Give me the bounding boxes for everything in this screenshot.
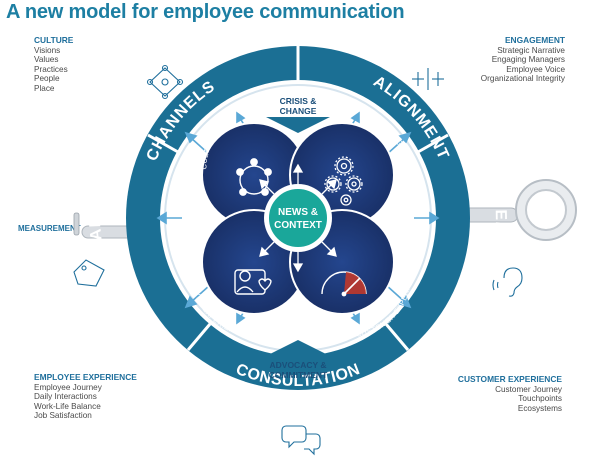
- employee-experience-item: Job Satisfaction: [34, 411, 92, 421]
- crisis-line1: CRISIS &: [280, 96, 317, 106]
- people-circle-icon: [236, 158, 272, 196]
- advocacy-line2: COMMITMENT: [269, 370, 328, 380]
- ear-icon: [492, 267, 523, 297]
- crisis-change-banner: CRISIS & CHANGE: [266, 96, 330, 133]
- gears-icon: [324, 156, 363, 206]
- customer-experience-item: Customer Journey: [495, 384, 562, 394]
- advocacy-commitment-banner: ADVOCACY & COMMITMENT: [266, 340, 330, 380]
- customer-experience-heading: CUSTOMER EXPERIENCE: [457, 374, 562, 384]
- center-line1: NEWS &: [278, 207, 318, 218]
- svg-text:BRANDING: BRANDING: [87, 168, 111, 268]
- culture-item: Visions: [34, 45, 61, 55]
- page-title: A new model for employee communication: [6, 1, 405, 23]
- culture-heading: CULTURE: [34, 35, 74, 45]
- listening-device: [451, 179, 577, 241]
- center-arrows: [259, 163, 337, 273]
- engagement-item: Organizational Integrity: [480, 74, 565, 84]
- customer-experience-item: Ecosystems: [517, 403, 562, 413]
- network-icon: [146, 64, 184, 100]
- employee-experience-item: Daily Interactions: [34, 392, 97, 402]
- center-line2: CONTEXT: [274, 220, 322, 231]
- tag-icon: [73, 259, 105, 287]
- measurement-label: MEASUREMENT: [18, 224, 81, 233]
- gauge-icon: [321, 271, 367, 297]
- crisis-line2: CHANGE: [280, 106, 317, 116]
- customer-experience-item: Touchpoints: [518, 394, 562, 404]
- ring-label-branding: BRANDING: [87, 168, 110, 268]
- culture-item: Practices: [34, 64, 68, 74]
- culture-item: Values: [34, 55, 59, 65]
- chat-bubbles-icon: [281, 425, 321, 456]
- alignment-icon: [412, 68, 444, 90]
- employee-heart-icon: [234, 269, 272, 295]
- culture-item: Place: [34, 83, 55, 93]
- engagement-list: ENGAGEMENT Strategic Narrative Engaging …: [480, 35, 565, 84]
- ring-dividers: [147, 46, 449, 351]
- advocacy-line1: ADVOCACY &: [270, 360, 327, 370]
- engagement-item: Strategic Narrative: [497, 45, 565, 55]
- engagement-heading: ENGAGEMENT: [504, 35, 565, 45]
- engagement-item: Engaging Managers: [491, 55, 565, 65]
- culture-list: CULTURE Visions Values Practices People …: [34, 35, 74, 94]
- employee-experience-heading: EMPLOYEE EXPERIENCE: [34, 372, 137, 382]
- employee-experience-item: Work-Life Balance: [34, 401, 101, 411]
- center-news-context: NEWS & CONTEXT: [264, 184, 332, 252]
- employee-experience-list: EMPLOYEE EXPERIENCE Employee Journey Dai…: [34, 372, 137, 421]
- customer-experience-list: CUSTOMER EXPERIENCE Customer Journey Tou…: [457, 374, 562, 413]
- ring-label-listening: LISTENING: [485, 168, 508, 268]
- employee-experience-item: Employee Journey: [34, 382, 102, 392]
- svg-text:LISTENING: LISTENING: [485, 168, 509, 268]
- engagement-item: Employee Voice: [506, 64, 565, 74]
- culture-item: People: [34, 74, 60, 84]
